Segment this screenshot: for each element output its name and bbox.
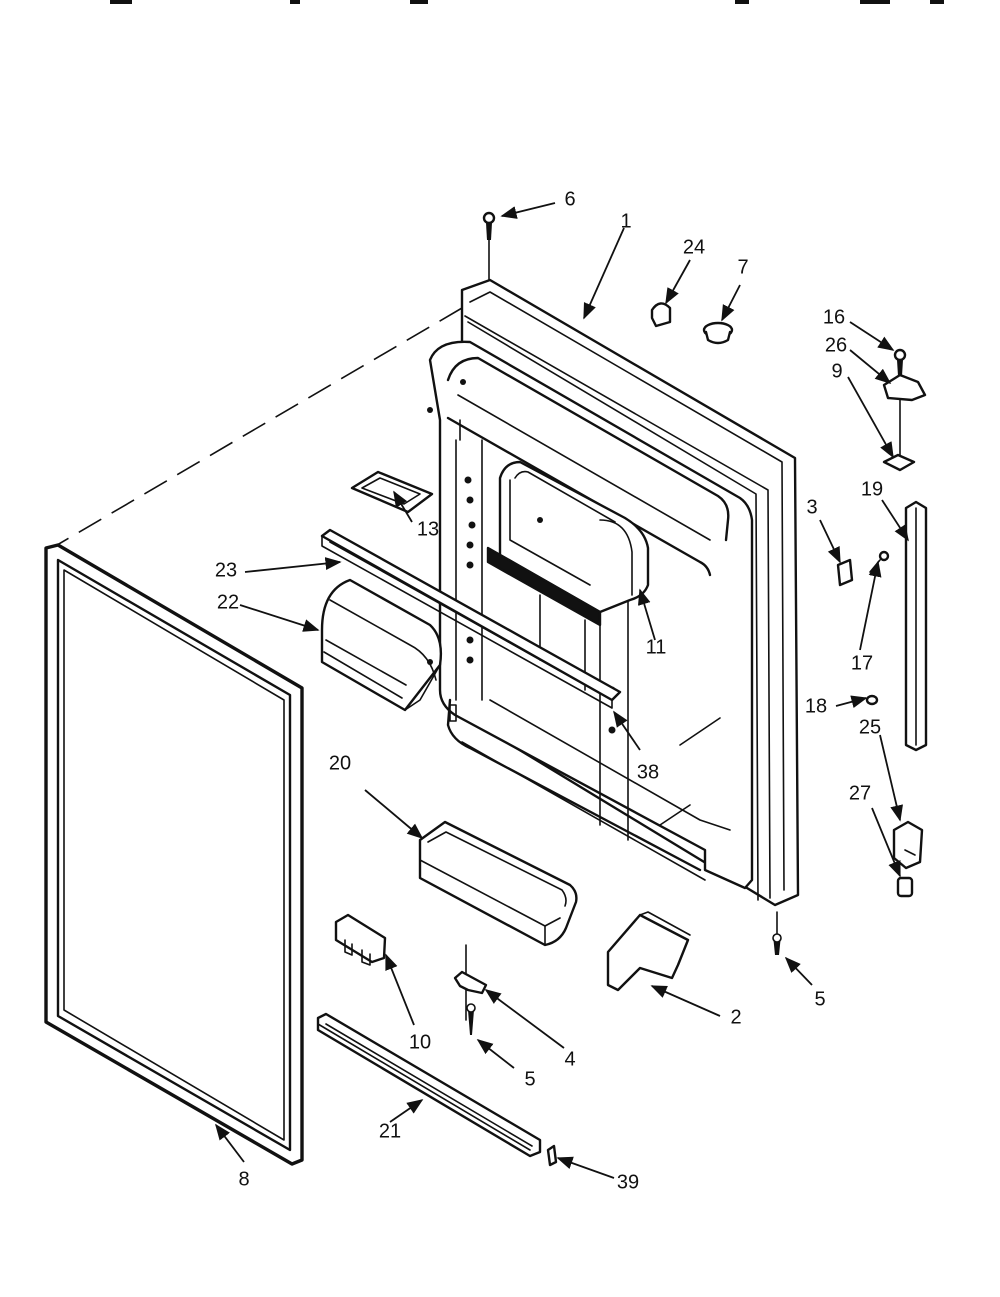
callout-25: 25 xyxy=(859,716,881,738)
lower-hinge-block xyxy=(334,913,387,966)
callout-11: 11 xyxy=(646,636,667,658)
lower-door-bin xyxy=(418,820,578,947)
callout-27: 27 xyxy=(849,782,871,804)
callout-16: 16 xyxy=(823,306,845,328)
callout-20: 20 xyxy=(329,752,351,774)
dairy-door xyxy=(320,578,443,712)
leader-lines xyxy=(215,202,909,1179)
bottom-bar xyxy=(316,1012,542,1158)
plug-button xyxy=(702,321,734,345)
callout-22: 22 xyxy=(217,591,239,613)
callout-9: 9 xyxy=(831,360,842,382)
callout-26: 26 xyxy=(825,334,847,356)
cap xyxy=(650,302,672,328)
screw xyxy=(772,911,782,955)
vertical-trim-strip xyxy=(904,500,928,752)
callout-19: 19 xyxy=(861,478,883,500)
door-gasket xyxy=(44,543,304,1166)
callout-23: 23 xyxy=(215,559,237,581)
scan-marks xyxy=(110,0,944,4)
callout-1: 1 xyxy=(620,210,631,232)
callout-2: 2 xyxy=(730,1006,741,1028)
callout-5-right: 5 xyxy=(814,988,825,1010)
callout-10: 10 xyxy=(409,1031,431,1053)
top-screw xyxy=(482,211,496,281)
washer xyxy=(865,694,879,706)
callout-38: 38 xyxy=(637,761,659,783)
shelf-bar xyxy=(320,528,622,709)
callout-18: 18 xyxy=(805,695,827,717)
small-frame xyxy=(350,470,434,514)
callout-39: 39 xyxy=(617,1171,639,1193)
clip xyxy=(546,1144,558,1167)
hinge-bracket xyxy=(453,944,488,1021)
cover-plate xyxy=(606,911,691,992)
dairy-compartment xyxy=(486,460,650,627)
callout-8: 8 xyxy=(238,1168,249,1190)
lower-hinge xyxy=(892,820,924,870)
callout-4: 4 xyxy=(564,1048,575,1070)
callout-3: 3 xyxy=(806,496,817,518)
hinge-bushing xyxy=(896,876,914,898)
callout-labels: 1 2 3 4 5 5 6 7 8 9 10 11 13 16 17 18 19… xyxy=(215,188,883,1193)
callout-6: 6 xyxy=(564,188,575,210)
callout-17: 17 xyxy=(851,652,873,674)
callout-24: 24 xyxy=(683,236,705,258)
small-screw xyxy=(869,550,890,573)
screw xyxy=(466,1003,476,1035)
callout-7: 7 xyxy=(737,256,748,278)
callout-13: 13 xyxy=(417,518,439,540)
stop-bracket xyxy=(836,558,854,587)
callout-5-lower-left: 5 xyxy=(524,1068,535,1090)
callout-21: 21 xyxy=(379,1120,401,1142)
